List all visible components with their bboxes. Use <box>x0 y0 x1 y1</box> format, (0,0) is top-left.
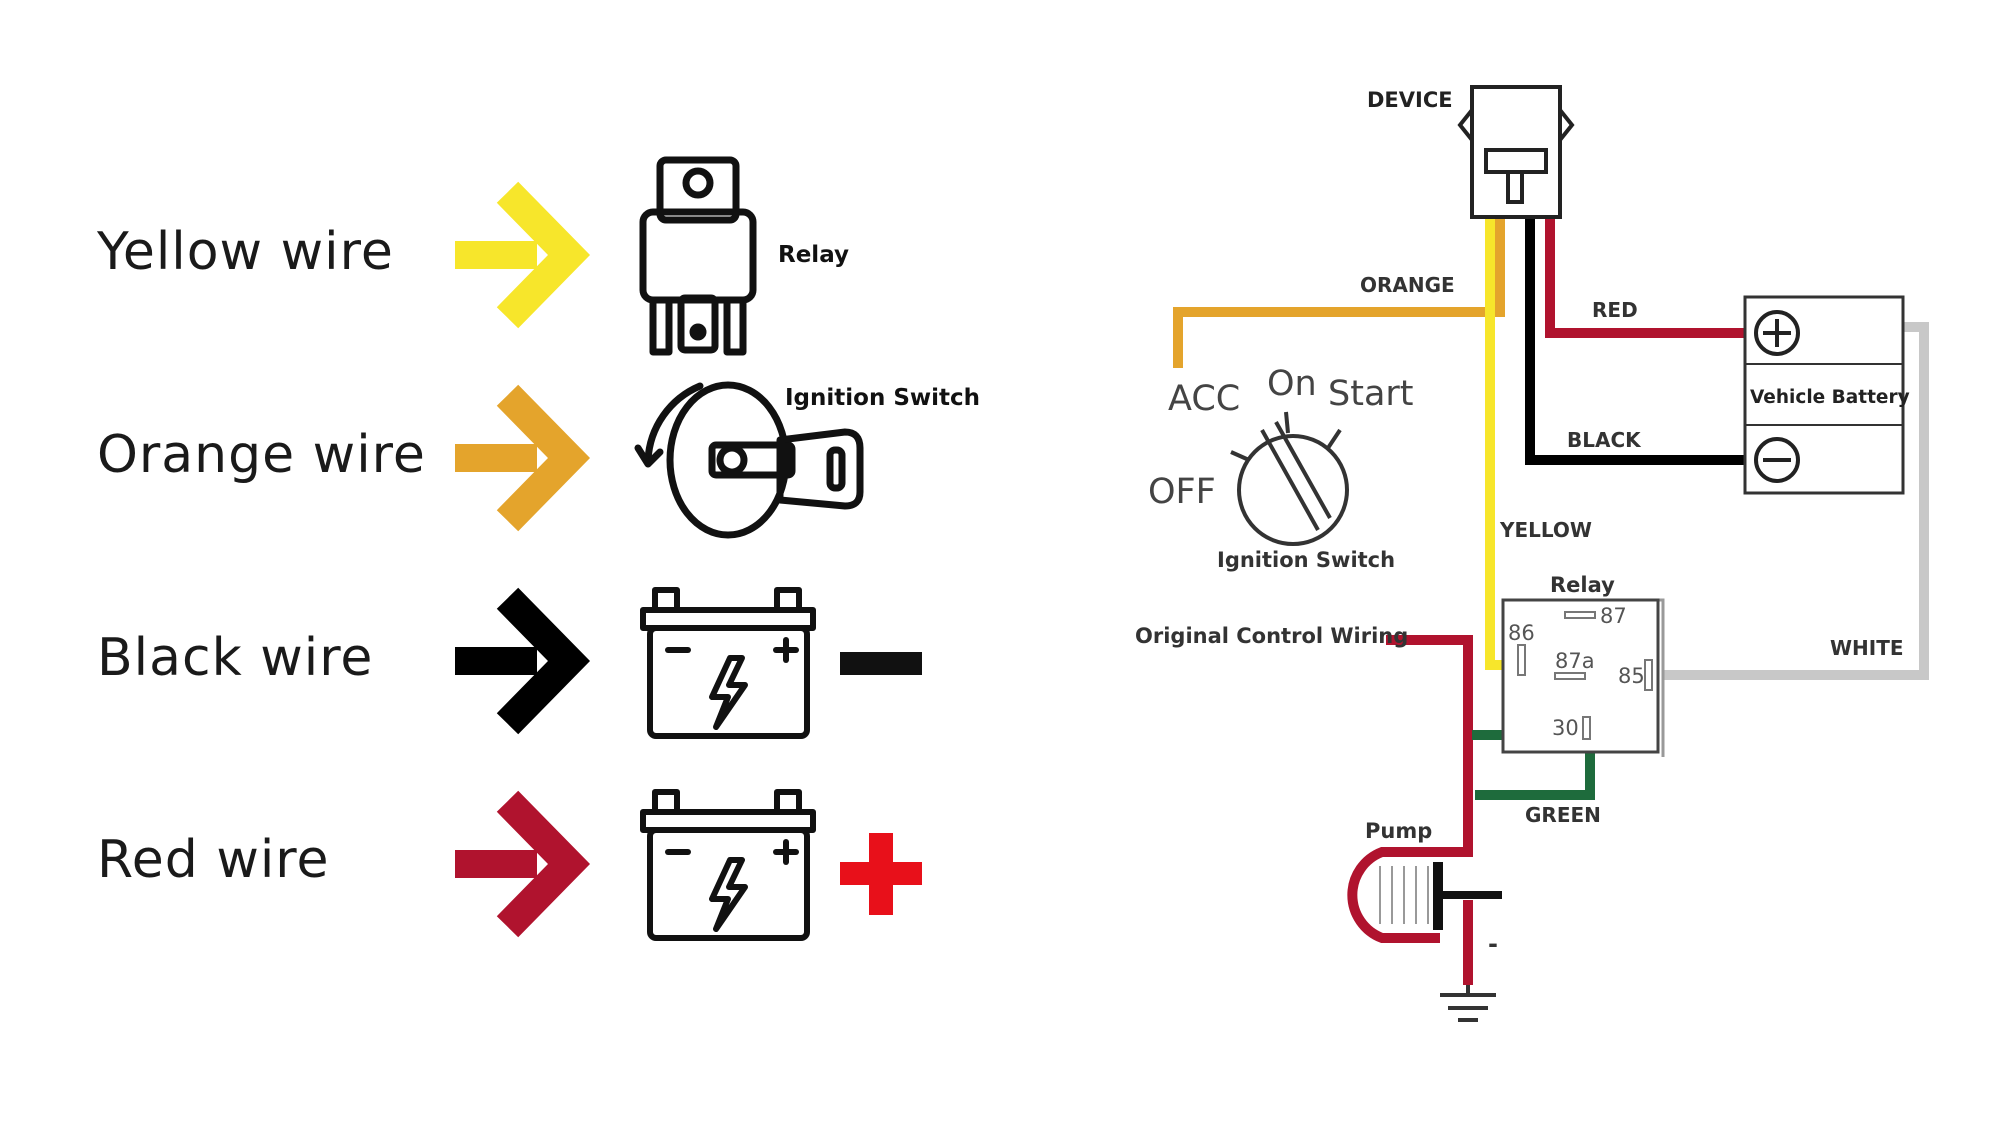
green-wire-label: GREEN <box>1525 803 1601 827</box>
minus-icon <box>840 652 922 675</box>
plus-icon <box>840 833 922 915</box>
green-wire <box>1475 735 1595 800</box>
relay-icon-label: Relay <box>778 242 849 268</box>
black-wire-label: BLACK <box>1567 428 1642 452</box>
pump-icon <box>1347 847 1502 943</box>
original-control-wire <box>1386 635 1473 857</box>
ignition-on-label: On <box>1267 364 1317 404</box>
legend-label-black: Black wire <box>97 628 374 688</box>
legend-label-orange: Orange wire <box>97 425 426 485</box>
arrow-orange-icon <box>455 384 591 532</box>
vehicle-battery <box>1743 295 1905 495</box>
arrow-red-icon <box>455 790 591 938</box>
battery-minus-icon <box>1754 437 1800 483</box>
original-control-wiring-label: Original Control Wiring <box>1135 624 1408 648</box>
device-label: DEVICE <box>1367 88 1453 112</box>
pump-minus-label: - <box>1488 930 1498 958</box>
white-wire <box>1663 322 1929 680</box>
relay-pin-87a: 87a <box>1555 649 1595 673</box>
vehicle-battery-label: Vehicle Battery <box>1750 387 1910 408</box>
relay-pin-86: 86 <box>1508 621 1535 645</box>
relay-pin-87: 87 <box>1600 604 1627 628</box>
ignition-start-label: Start <box>1328 374 1414 414</box>
arrow-black-icon <box>455 587 591 735</box>
orange-wire <box>1173 218 1505 368</box>
white-wire-label: WHITE <box>1830 636 1904 660</box>
black-wire <box>1525 218 1745 465</box>
relay-pin-30: 30 <box>1552 716 1579 740</box>
battery-icon <box>640 789 816 941</box>
ground-icon <box>1440 985 1496 1022</box>
legend-label-red: Red wire <box>97 830 330 890</box>
yellow-wire-label: YELLOW <box>1499 518 1592 542</box>
ignition-dial-icon <box>1230 411 1349 546</box>
battery-icon <box>640 587 816 739</box>
orange-wire-label: ORANGE <box>1360 273 1455 297</box>
red-wire-label: RED <box>1592 298 1638 322</box>
relay-label: Relay <box>1550 573 1615 597</box>
pump-label: Pump <box>1365 819 1432 843</box>
relay-icon <box>639 156 757 356</box>
ignition-switch-icon-label: Ignition Switch <box>785 385 980 411</box>
relay-box <box>1501 598 1665 757</box>
ignition-acc-label: ACC <box>1168 379 1240 419</box>
ignition-switch-icon <box>634 381 864 539</box>
relay-pin-85: 85 <box>1618 664 1645 688</box>
yellow-wire <box>1485 218 1523 670</box>
red-wire <box>1545 218 1745 338</box>
legend-label-yellow: Yellow wire <box>97 222 394 282</box>
arrow-yellow-icon <box>455 181 591 329</box>
ignition-off-label: OFF <box>1148 472 1216 512</box>
ignition-switch-label: Ignition Switch <box>1217 548 1395 572</box>
device-icon <box>1457 85 1575 219</box>
battery-plus-icon <box>1754 310 1800 356</box>
